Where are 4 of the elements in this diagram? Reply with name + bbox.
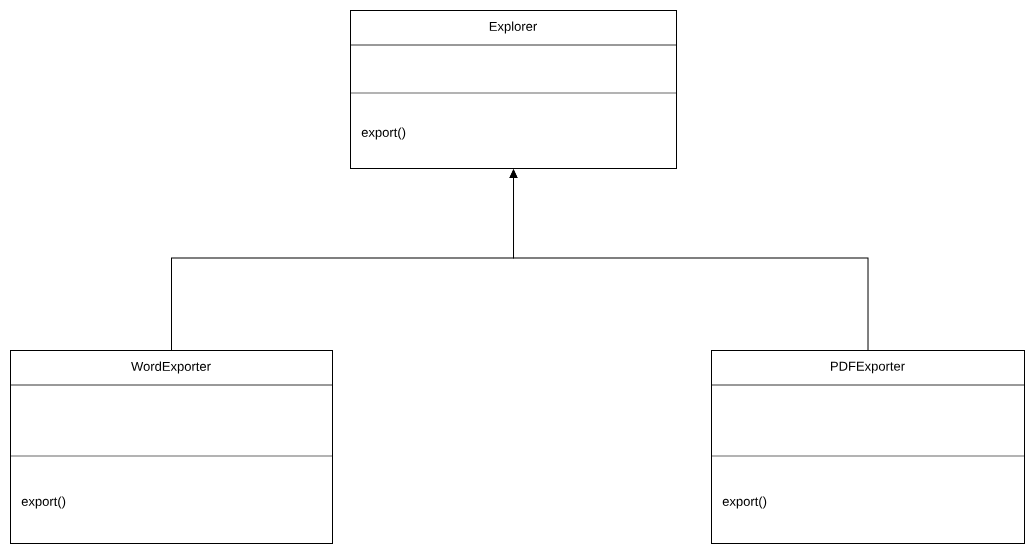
class-box: PDFExporter export() — [710, 350, 1025, 544]
inheritance-arrow — [509, 169, 869, 351]
class-box: WordExporter export() — [9, 350, 333, 544]
class-box: Explorer export() — [349, 10, 677, 169]
